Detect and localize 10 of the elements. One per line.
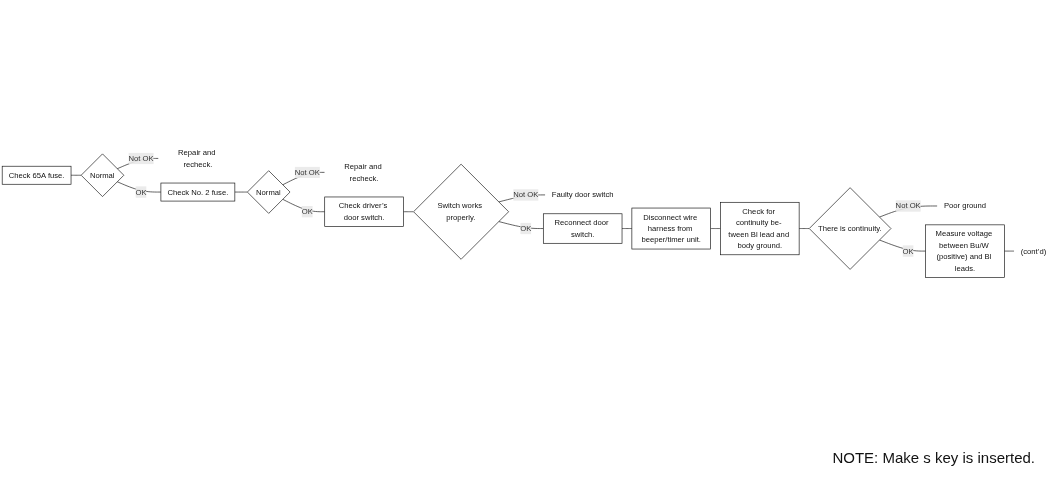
note-text: NOTE: Make s key is inserted. — [832, 449, 1035, 466]
connector — [116, 180, 162, 192]
connector — [710, 227, 721, 229]
connector — [403, 210, 414, 212]
connector — [798, 227, 810, 229]
connector — [621, 227, 633, 229]
connector — [878, 239, 926, 251]
connector — [1004, 250, 1015, 251]
connector — [70, 174, 82, 176]
connector — [282, 198, 326, 212]
